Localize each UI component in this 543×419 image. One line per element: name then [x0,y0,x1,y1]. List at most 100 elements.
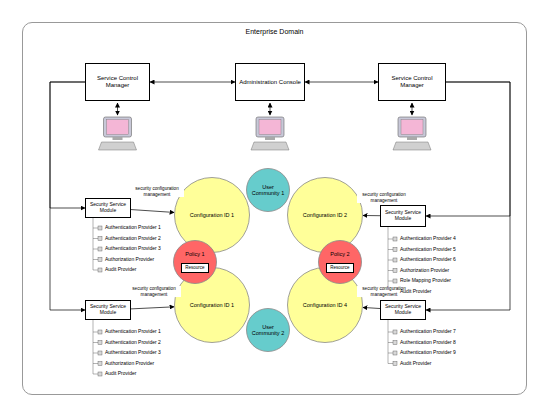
resource-box: Resource [326,263,354,273]
edge-label: security configuration management [130,186,184,197]
provider-icon [393,248,397,252]
connector [131,210,174,213]
node-label: Security Service Module [88,304,128,316]
circle-outline [247,169,290,212]
provider-label: Authentication Provider 7 [400,329,456,335]
node-label: Security Service Module [383,304,423,316]
manager-box: Service Control Manager [378,63,446,101]
keyboard [251,142,289,150]
monitor-screen [401,120,423,135]
provider-icon [98,247,102,251]
connector [305,82,378,83]
monitor-frame [104,117,132,137]
provider-icon [393,351,397,355]
community-circle: User Community 1 [246,168,290,212]
provider-icon [98,226,102,230]
node-label: Configuration ID 2 [295,212,356,218]
configuration-circle: Configuration ID 1 [174,177,250,253]
tree-line [93,259,98,260]
link-arrow [270,103,271,115]
module-box: Security Service Module [85,300,131,320]
module-box: Security Service Module [380,205,426,227]
workstation-icon [251,117,289,150]
connector [131,307,174,309]
provider-label: Authorization Provider [400,268,449,274]
provider-label: Authentication Provider 4 [400,236,456,242]
provider-icon [393,362,397,366]
monitor-stand [113,137,123,140]
monitor-stand [407,137,417,140]
node-label: User Community 1 [250,184,285,197]
tree-line [93,363,98,364]
tree-line [388,227,389,292]
edge-label: security configuration management [357,192,411,203]
provider-label: Authorization Provider [105,361,154,367]
tree-line [388,332,393,333]
manager-box: Service Control Manager [85,63,150,101]
provider-label: Authentication Provider 3 [105,350,161,356]
configuration-circle: Configuration ID 2 [287,177,363,253]
workstation-icon [393,117,431,150]
provider-icon [98,258,102,262]
tree-line [388,270,393,271]
provider-icon [393,258,397,262]
monitor-screen [259,120,281,135]
circle-outline [174,241,217,284]
tree-line [93,270,98,271]
provider-icon [393,330,397,334]
tree-line [388,239,393,240]
tree-line [388,281,393,282]
provider-label: Authentication Provider 2 [105,236,161,242]
provider-icon [393,237,397,241]
node-label: Configuration ID 1 [182,212,243,218]
provider-label: Authorization Provider [105,257,154,263]
provider-icon [98,351,102,355]
provider-label: Authentication Provider 5 [400,247,456,253]
node-label: Security Service Module [88,202,128,214]
circle-outline [288,178,363,253]
provider-icon [98,237,102,241]
provider-label: Audit Provider [105,267,136,273]
connector [363,215,380,216]
connector [426,82,510,216]
node-label: Enterprise Domain [23,28,526,36]
tree-line [388,353,393,354]
monitor-screen [107,120,129,135]
tree-line [93,249,98,250]
provider-label: Role Mapping Provider [400,278,451,284]
circle-outline [247,309,290,352]
provider-label: Audit Provider [105,371,136,377]
tree-line [93,238,98,239]
node-label: Security Service Module [383,210,423,222]
node-label: Administration Console [239,79,301,86]
node-label: Resource [329,265,352,270]
tree-line [388,260,393,261]
provider-label: Authentication Provider 1 [105,329,161,335]
link-arrow [117,103,118,115]
node-label: Configuration ID 4 [295,302,356,308]
circle-outline [288,268,363,343]
provider-icon [393,279,397,283]
tree-line [93,374,98,375]
monitor-frame [398,117,426,137]
keyboard [393,142,431,150]
connector [426,82,510,310]
provider-icon [98,268,102,272]
circle-outline [175,268,250,343]
provider-icon [393,341,397,345]
provider-label: Authentication Provider 9 [400,350,456,356]
provider-label: Authentication Provider 1 [105,225,161,231]
resource-box: Resource [181,263,209,273]
monitor-frame [256,117,284,137]
connector [50,82,85,310]
keyboard [99,142,137,150]
connector [363,307,380,308]
provider-label: Audit Provider [400,361,431,367]
monitor-stand [265,137,275,140]
provider-label: Authentication Provider 6 [400,257,456,263]
connector-layer [50,82,510,310]
community-circle: User Community 2 [246,308,290,352]
module-box: Security Service Module [380,300,426,320]
provider-icon [98,372,102,376]
